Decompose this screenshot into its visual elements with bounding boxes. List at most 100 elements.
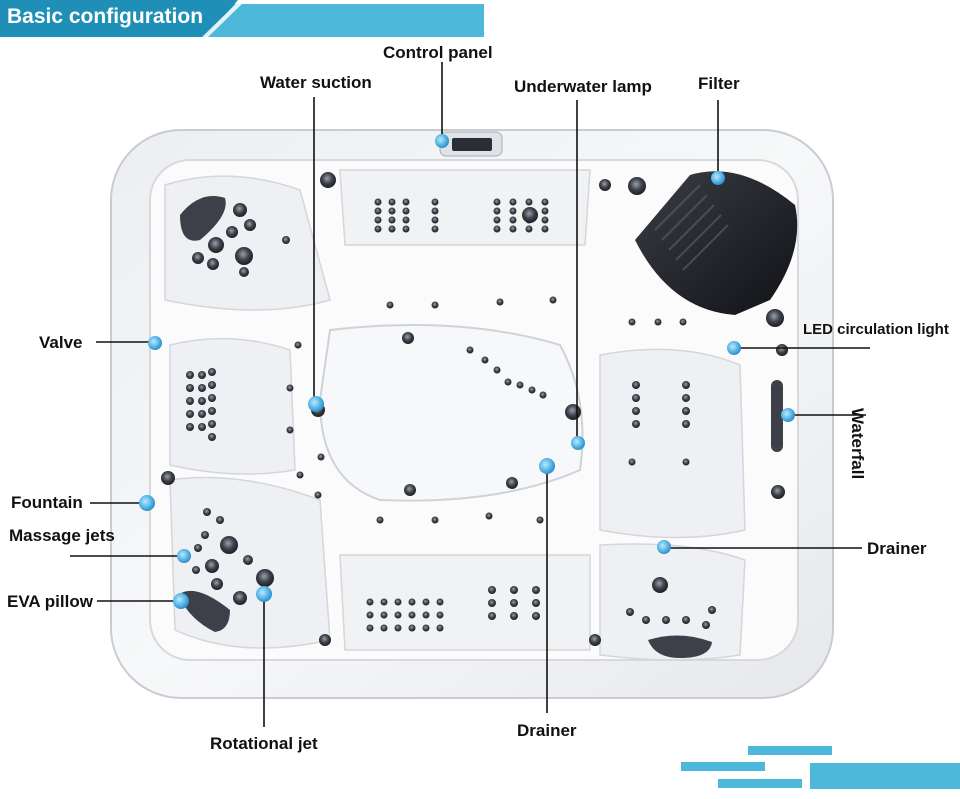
jet [682,381,690,389]
jet [526,199,533,206]
jet [494,208,501,215]
label-control-panel: Control panel [383,44,493,61]
jet [381,625,388,632]
jet [522,207,538,223]
jet [377,517,384,524]
jet [208,237,224,253]
jet [488,599,496,607]
banner-title: Basic configuration [7,6,203,27]
jet [389,199,396,206]
jet [389,208,396,215]
jet [381,612,388,619]
jet [367,599,374,606]
jet [208,381,216,389]
label-led-circulation-light: LED circulation light [803,322,949,337]
jet [437,625,444,632]
jet [565,404,581,420]
marker-drainer-right [657,540,671,554]
jet [194,544,202,552]
jet [315,492,322,499]
jet [375,226,382,233]
jet [389,217,396,224]
jet [395,612,402,619]
jet [208,433,216,441]
jet [186,410,194,418]
jet [437,599,444,606]
jet [682,407,690,415]
jet [409,625,416,632]
jet [529,387,536,394]
jet [506,477,518,489]
label-valve: Valve [39,334,83,351]
label-fountain: Fountain [11,494,83,511]
jet [432,517,439,524]
jet [186,371,194,379]
jet [632,407,640,415]
jet [510,226,517,233]
jet [542,199,549,206]
jet [203,508,211,516]
jet [319,634,331,646]
jet [295,342,302,349]
jet [297,472,304,479]
jet [629,319,636,326]
jet [542,217,549,224]
jet [403,199,410,206]
jet [220,536,238,554]
jet [287,385,294,392]
jet [517,382,524,389]
jet [486,513,493,520]
jet [599,179,611,191]
jet [282,236,290,244]
jet [432,199,439,206]
jet [211,578,223,590]
jet [766,309,784,327]
jet [205,559,219,573]
jet [403,226,410,233]
jet [198,384,206,392]
jet [510,586,518,594]
jet [632,420,640,428]
jet [702,621,710,629]
jet [432,226,439,233]
marker-water-suction [308,396,324,412]
jet [510,199,517,206]
jet [208,394,216,402]
jet [367,612,374,619]
marker-rotational-jet [256,586,272,602]
jet [318,454,325,461]
jet [682,616,690,624]
jet [510,612,518,620]
jet [208,407,216,415]
jet [287,427,294,434]
jet [680,319,687,326]
jet [510,208,517,215]
label-eva-pillow: EVA pillow [7,593,93,610]
jet [198,423,206,431]
jet [235,247,253,265]
jet [488,586,496,594]
jet [233,591,247,605]
jet [192,252,204,264]
jet [432,302,439,309]
jet [494,217,501,224]
jet [682,394,690,402]
jet [186,423,194,431]
jet [437,612,444,619]
jet [432,208,439,215]
jet [186,397,194,405]
jet [526,226,533,233]
jet [652,577,668,593]
marker-led-light [727,341,741,355]
label-underwater-lamp: Underwater lamp [514,78,652,95]
jet [540,392,547,399]
label-waterfall: Waterfall [849,408,866,479]
jet [403,208,410,215]
label-massage-jets: Massage jets [9,527,115,544]
marker-waterfall [781,408,795,422]
marker-eva-pillow [173,593,189,609]
jet [589,634,601,646]
jet [537,517,544,524]
jet [505,379,512,386]
